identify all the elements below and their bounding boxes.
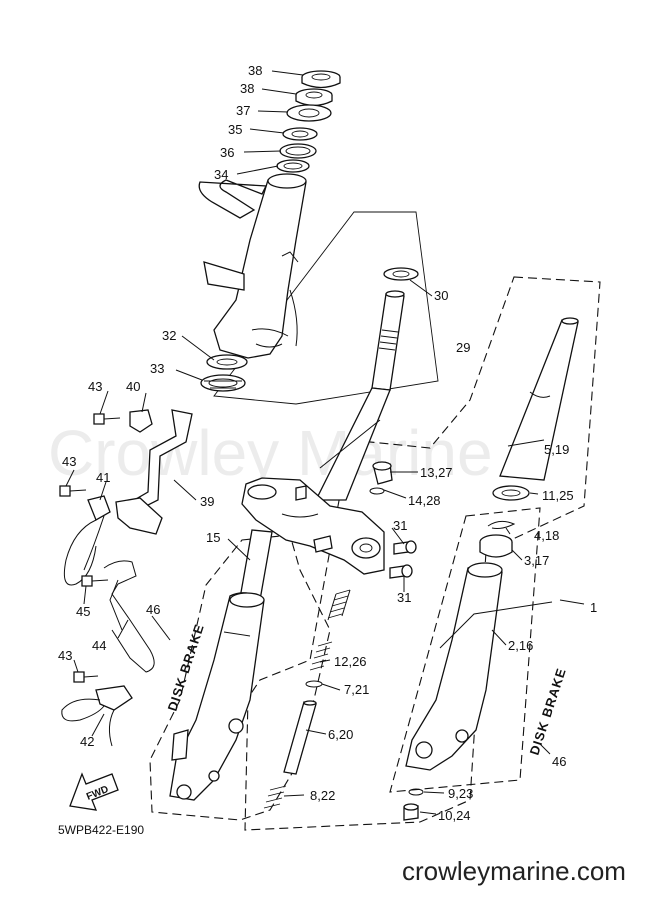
outline-right-fork-inner — [389, 507, 541, 793]
label-37: 37 — [236, 103, 250, 118]
label-11-25: 11,25 — [542, 488, 574, 503]
hose-bracket — [115, 409, 193, 535]
copper-washer-9 — [408, 788, 424, 796]
outline-right-fork-group — [244, 276, 601, 831]
label-43b: 43 — [62, 454, 76, 469]
label-29: 29 — [456, 340, 470, 355]
label-12-26: 12,26 — [334, 654, 367, 669]
lock-washer — [286, 104, 332, 122]
label-43c: 43 — [58, 648, 72, 663]
bracket-40 — [129, 409, 153, 433]
bolt-43-mid — [59, 485, 87, 497]
o-ring-14 — [369, 487, 385, 495]
label-14-28: 14,28 — [408, 493, 441, 508]
label-2-16: 2,16 — [508, 638, 533, 653]
label-43a: 43 — [88, 379, 102, 394]
pinch-bolt-upper — [393, 540, 417, 555]
label-31b: 31 — [397, 590, 411, 605]
label-9-23: 9,23 — [448, 786, 473, 801]
label-38a: 38 — [248, 63, 262, 78]
bolt-43-low — [73, 671, 99, 683]
website-label: crowleymarine.com — [402, 856, 626, 886]
rebound-spring-8 — [263, 785, 287, 809]
pinch-bolt-lower — [389, 564, 413, 579]
outline-left-fork-group — [149, 534, 331, 821]
label-34: 34 — [214, 167, 228, 182]
label-10-24: 10,24 — [438, 808, 471, 823]
bearing-cover — [282, 127, 318, 141]
label-33: 33 — [150, 361, 164, 376]
circlip-7 — [305, 680, 323, 688]
label-30: 30 — [434, 288, 448, 303]
right-fork-outer-tube — [405, 562, 503, 771]
label-32: 32 — [162, 328, 176, 343]
label-45: 45 — [76, 604, 90, 619]
bolt-43-top — [93, 413, 121, 425]
frame-head-pipe — [198, 173, 307, 359]
label-46b: 46 — [552, 754, 566, 769]
label-44: 44 — [92, 638, 106, 653]
right-fork-seal-11 — [492, 485, 530, 501]
lower-bearing-seal — [206, 354, 248, 370]
steering-stem-shaft — [314, 290, 405, 501]
label-8-22: 8,22 — [310, 788, 335, 803]
label-46a: 46 — [146, 602, 160, 617]
damper-rod-6 — [283, 700, 317, 775]
label-15: 15 — [206, 530, 220, 545]
leader-lines — [65, 70, 585, 815]
label-6-20: 6,20 — [328, 727, 353, 742]
label-4-18: 4,18 — [534, 528, 559, 543]
bolt-45 — [81, 575, 109, 587]
oil-seal-3 — [479, 534, 513, 558]
disk-brake-label-right: DISK BRAKE — [527, 666, 569, 757]
label-13-27: 13,27 — [420, 465, 453, 480]
label-38b: 38 — [240, 81, 254, 96]
label-40: 40 — [126, 379, 140, 394]
fwd-arrow: FWD — [69, 772, 119, 811]
label-36: 36 — [220, 145, 234, 160]
cap-bolt-13 — [372, 461, 393, 485]
label-5-19: 5,19 — [544, 442, 569, 457]
label-35: 35 — [228, 122, 242, 137]
left-fork-outer-tube — [169, 592, 265, 801]
left-fork-inner-tube — [239, 529, 273, 601]
label-42: 42 — [80, 734, 94, 749]
label-3-17: 3,17 — [524, 553, 549, 568]
right-fork-inner-tube — [499, 317, 579, 481]
stem-dust-seal — [383, 267, 419, 281]
label-1: 1 — [590, 600, 597, 615]
hose-clamp-44 — [103, 560, 155, 673]
ball-race-upper — [276, 159, 310, 173]
cable-guide-41 — [63, 495, 111, 586]
drain-bolt-10 — [403, 803, 419, 821]
lower-bearing — [200, 374, 246, 392]
drawing-code: 5WPB422-E190 — [58, 823, 144, 837]
cable-guide-42 — [61, 685, 133, 747]
ball-race-top — [279, 143, 317, 159]
watermark: Crowley Marine — [48, 417, 493, 489]
retaining-clip-4 — [487, 520, 516, 529]
ring-nut-top — [301, 70, 341, 89]
label-39: 39 — [200, 494, 214, 509]
ring-nut-second — [295, 88, 333, 107]
label-41: 41 — [96, 470, 110, 485]
label-7-21: 7,21 — [344, 682, 369, 697]
part-labels: 38 38 37 35 36 34 30 29 32 33 43 40 43 4… — [58, 63, 597, 823]
fork-spring — [309, 589, 351, 671]
under-bracket — [241, 477, 385, 575]
disk-brake-label-left: DISK BRAKE — [165, 622, 207, 713]
label-31a: 31 — [393, 518, 407, 533]
